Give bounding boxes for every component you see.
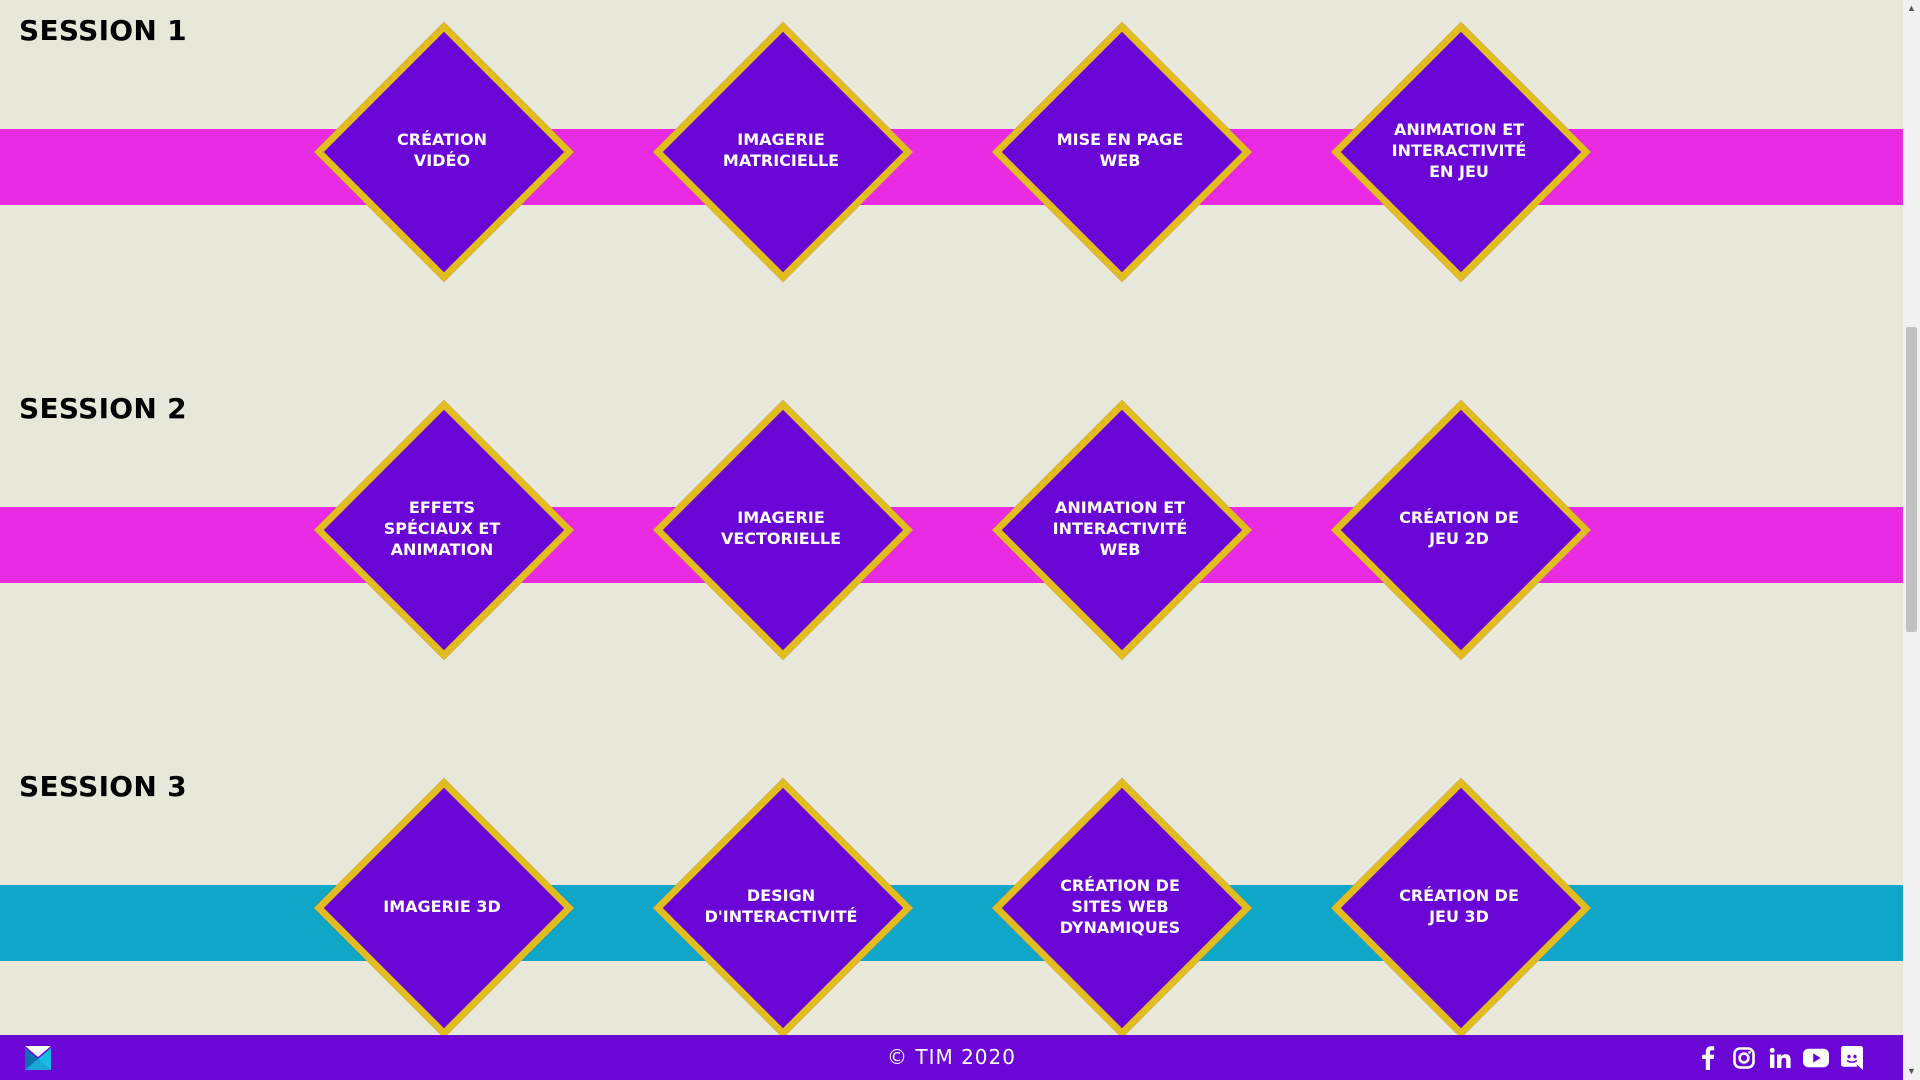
course-label[interactable]: CRÉATION DE JEU 2D	[1399, 508, 1519, 548]
course-label[interactable]: MISE EN PAGE WEB	[1056, 130, 1184, 170]
session-band	[0, 129, 1903, 205]
course-label[interactable]: IMAGERIE MATRICIELLE	[722, 130, 840, 170]
session-3: SESSION 3 IMAGERIE 3D DESIGN D'INTERACTI…	[0, 756, 1903, 1035]
session-band	[0, 507, 1903, 583]
course-tile[interactable]: IMAGERIE VECTORIELLE	[651, 398, 914, 661]
course-label[interactable]: EFFETS SPÉCIAUX ET ANIMATION	[383, 497, 501, 559]
course-tile[interactable]: CRÉATION DE JEU 2D	[1329, 398, 1592, 661]
course-tile[interactable]: ANIMATION ET INTERACTIVITÉ EN JEU	[1329, 20, 1592, 283]
session-2: SESSION 2 EFFETS SPÉCIAUX ET ANIMATION I…	[0, 378, 1903, 756]
vertical-scrollbar[interactable]: ▲ ▼	[1903, 0, 1920, 1080]
course-label[interactable]: CRÉATION VIDÉO	[397, 130, 487, 170]
scroll-thumb[interactable]	[1906, 327, 1917, 632]
session-title: SESSION 2	[19, 392, 187, 425]
session-title: SESSION 3	[19, 770, 187, 803]
course-tile[interactable]: MISE EN PAGE WEB	[990, 20, 1253, 283]
facebook-icon[interactable]	[1695, 1045, 1721, 1071]
course-label[interactable]: ANIMATION ET INTERACTIVITÉ WEB	[1052, 497, 1188, 559]
youtube-icon[interactable]	[1803, 1045, 1829, 1071]
page-content: SESSION 1 CRÉATION VIDÉO IMAGERIE MATRIC…	[0, 0, 1903, 1035]
course-label[interactable]: IMAGERIE 3D	[383, 896, 501, 916]
course-tile[interactable]: EFFETS SPÉCIAUX ET ANIMATION	[312, 398, 575, 661]
session-title: SESSION 1	[19, 14, 187, 47]
instagram-icon[interactable]	[1731, 1045, 1757, 1071]
tim-logo-icon[interactable]	[25, 1046, 51, 1070]
linkedin-icon[interactable]	[1767, 1045, 1793, 1071]
course-label[interactable]: CRÉATION DE JEU 3D	[1399, 886, 1519, 926]
course-label[interactable]: IMAGERIE VECTORIELLE	[720, 508, 842, 548]
site-footer: © TIM 2020	[0, 1035, 1903, 1080]
session-1: SESSION 1 CRÉATION VIDÉO IMAGERIE MATRIC…	[0, 0, 1903, 378]
discord-icon[interactable]	[1839, 1045, 1865, 1071]
course-tile[interactable]: CRÉATION DE JEU 3D	[1329, 776, 1592, 1035]
session-band	[0, 885, 1903, 961]
course-tile[interactable]: IMAGERIE MATRICIELLE	[651, 20, 914, 283]
scroll-down-icon[interactable]: ▼	[1907, 1066, 1916, 1076]
course-tile[interactable]: IMAGERIE 3D	[312, 776, 575, 1035]
course-tile[interactable]: CRÉATION DE SITES WEB DYNAMIQUES	[990, 776, 1253, 1035]
course-label[interactable]: ANIMATION ET INTERACTIVITÉ EN JEU	[1391, 119, 1527, 181]
course-label[interactable]: DESIGN D'INTERACTIVITÉ	[704, 886, 858, 926]
course-tile[interactable]: DESIGN D'INTERACTIVITÉ	[651, 776, 914, 1035]
social-links	[1695, 1045, 1865, 1071]
course-label[interactable]: CRÉATION DE SITES WEB DYNAMIQUES	[1059, 875, 1181, 937]
copyright-text: © TIM 2020	[887, 1045, 1016, 1069]
course-tile[interactable]: CRÉATION VIDÉO	[312, 20, 575, 283]
course-tile[interactable]: ANIMATION ET INTERACTIVITÉ WEB	[990, 398, 1253, 661]
scroll-up-icon[interactable]: ▲	[1907, 3, 1916, 13]
